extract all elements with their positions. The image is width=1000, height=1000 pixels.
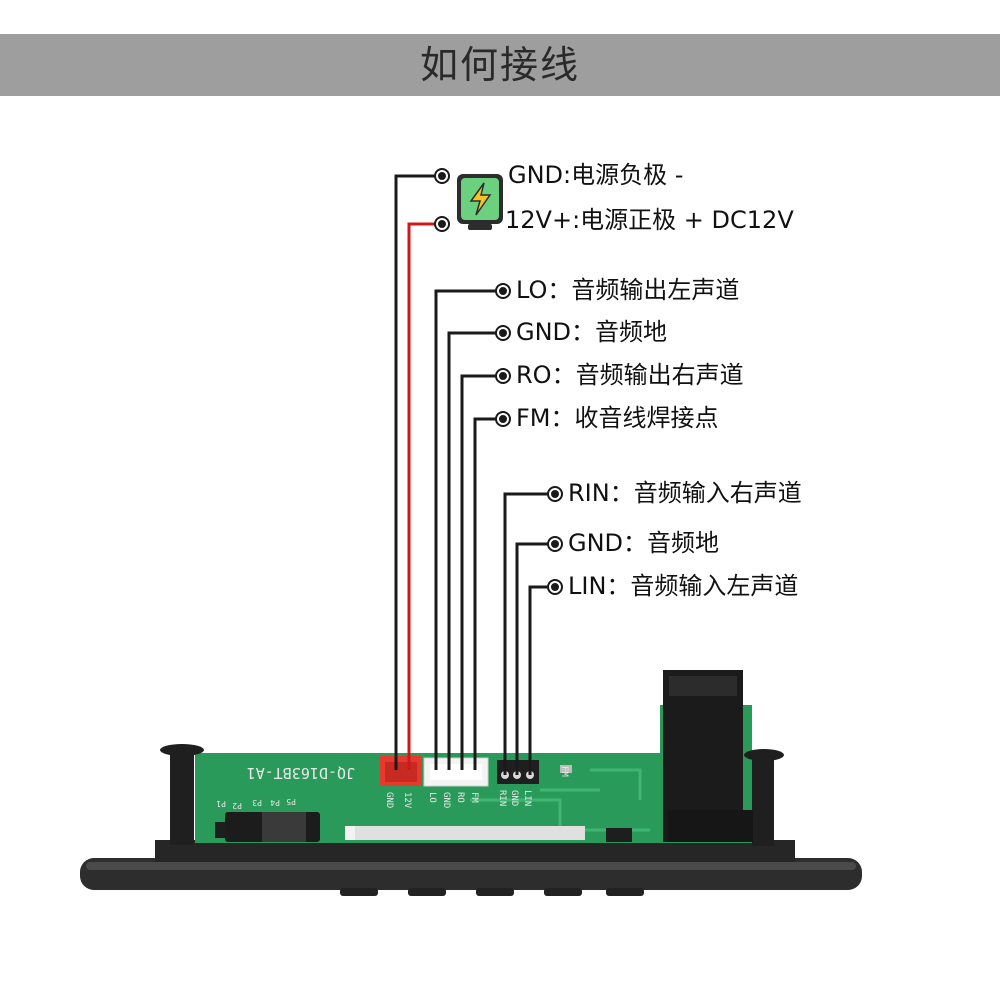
- terminal-gnd-in: [547, 536, 563, 552]
- wire-rin: [503, 492, 548, 775]
- pin-name: LIN: [568, 572, 607, 600]
- svg-text:FM: FM: [469, 792, 479, 803]
- pin-name: GND: [516, 318, 572, 346]
- label-rin: RIN：音频输入右声道: [568, 478, 802, 508]
- terminal-fm: [495, 411, 511, 427]
- svg-text:GND: GND: [441, 792, 451, 808]
- separator: :: [563, 161, 572, 189]
- separator: ：: [606, 572, 631, 600]
- pin-name: RIN: [568, 479, 610, 507]
- pin-desc: 电源正极 + DC12V: [580, 206, 794, 234]
- svg-text:RO: RO: [455, 792, 465, 803]
- pin-name: RO: [516, 361, 552, 389]
- label-lin: LIN：音频输入左声道: [568, 571, 798, 601]
- svg-text:FM: FM: [559, 766, 569, 777]
- svg-text:P5: P5: [286, 797, 296, 806]
- label-power-gnd: GND:电源负极 -: [508, 160, 683, 190]
- terminal-gnd-out: [495, 325, 511, 341]
- terminals: [434, 168, 563, 595]
- wire-fm: [473, 417, 496, 770]
- wire-gnd-in: [515, 542, 548, 775]
- wire-lo: [434, 289, 496, 770]
- pin-name: LO: [516, 276, 548, 304]
- page-title: 如何接线: [419, 43, 580, 87]
- separator: :: [572, 206, 581, 234]
- power-connector: [380, 756, 422, 786]
- svg-text:GND: GND: [509, 790, 519, 806]
- pin-desc: 电源负极 -: [571, 161, 684, 189]
- panel-buttons: [340, 888, 644, 896]
- title-bar: 如何接线: [0, 34, 1000, 96]
- board-model: JQ-D163BT-A1: [247, 764, 355, 782]
- wires: [394, 174, 548, 775]
- svg-text:LO: LO: [427, 792, 437, 803]
- output-connector: [423, 757, 489, 787]
- silk-pin-labels: GND 12V LO GND RO FM RIN GND LIN FM: [384, 766, 569, 809]
- label-gnd-out: GND：音频地: [516, 317, 667, 347]
- svg-text:P3: P3: [252, 798, 262, 807]
- mounting-post-right: [744, 749, 784, 846]
- pcb-board: JQ-D163BT-A1 P1 P2 P3 P4 P5: [160, 670, 784, 846]
- separator: ：: [571, 318, 596, 346]
- wire-gnd-power: [394, 174, 436, 770]
- svg-text:P2: P2: [232, 801, 242, 810]
- pin-desc: 音频输出左声道: [571, 276, 740, 304]
- separator: ：: [550, 404, 575, 432]
- terminal-ro: [495, 368, 511, 384]
- wire-12v: [407, 222, 436, 770]
- pin-desc: 收音线焊接点: [574, 404, 719, 432]
- separator: ：: [609, 479, 634, 507]
- label-ro: RO：音频输出右声道: [516, 360, 744, 390]
- svg-text:GND: GND: [384, 792, 394, 808]
- mounting-post-left: [160, 744, 204, 845]
- wire-ro: [460, 374, 496, 770]
- pin-desc: 音频输入右声道: [633, 479, 802, 507]
- slide-switch: [225, 812, 320, 842]
- wire-gnd-out: [447, 331, 496, 770]
- svg-text:RIN: RIN: [497, 790, 507, 806]
- pin-name: 12V+: [505, 206, 573, 234]
- pin-name: GND: [568, 529, 624, 557]
- pin-desc: 音频地: [647, 529, 720, 557]
- terminal-lo: [495, 283, 511, 299]
- label-lo: LO：音频输出左声道: [516, 275, 739, 305]
- wire-lin: [528, 585, 548, 775]
- separator: ：: [547, 276, 572, 304]
- front-panel: [80, 840, 862, 896]
- label-power-12v: 12V+:电源正极 + DC12V: [505, 205, 794, 235]
- label-gnd-in: GND：音频地: [568, 528, 719, 558]
- svg-text:12V: 12V: [402, 792, 412, 809]
- pin-name: FM: [516, 404, 551, 432]
- svg-text:LIN: LIN: [522, 790, 532, 806]
- pin-desc: 音频输入左声道: [630, 572, 799, 600]
- terminal-rin: [547, 486, 563, 502]
- separator: ：: [551, 361, 576, 389]
- usb-socket: [663, 670, 753, 842]
- svg-text:P1: P1: [216, 799, 226, 808]
- terminal-gnd-power: [434, 168, 450, 184]
- pin-desc: 音频地: [595, 318, 668, 346]
- pin-desc: 音频输出右声道: [575, 361, 744, 389]
- lightning-bolt-icon: [457, 174, 503, 230]
- terminal-lin: [547, 579, 563, 595]
- terminal-12v: [434, 216, 450, 232]
- svg-text:P4: P4: [270, 798, 280, 807]
- silk-p-labels: P1 P2 P3 P4 P5: [216, 797, 296, 810]
- separator: ：: [623, 529, 648, 557]
- pin-name: GND: [508, 161, 564, 189]
- label-fm: FM：收音线焊接点: [516, 403, 719, 433]
